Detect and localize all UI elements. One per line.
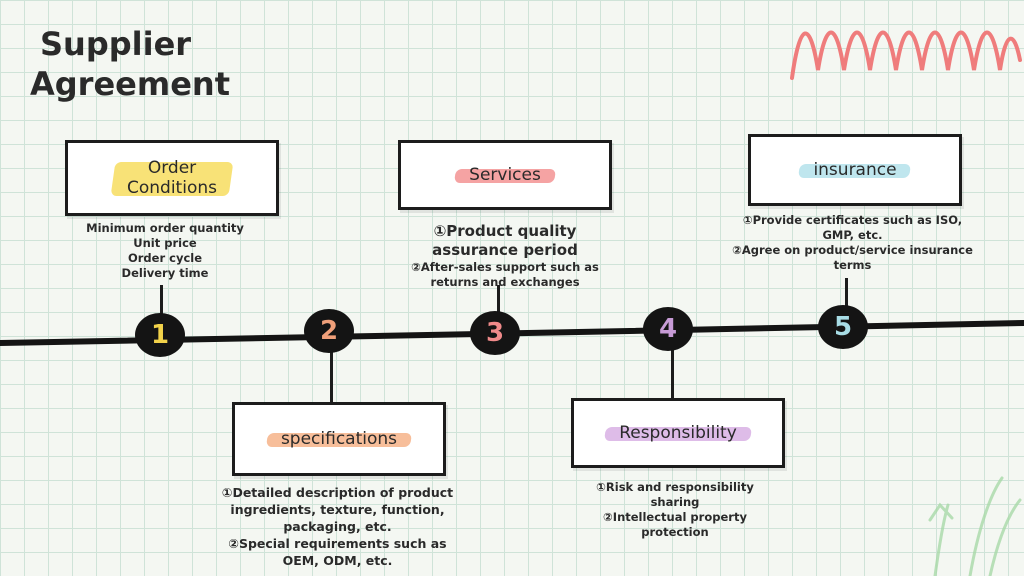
desc-responsibility-line: sharing [650, 495, 700, 509]
services-label-text: Services [469, 165, 541, 185]
desc-order-line: Minimum order quantity [86, 221, 244, 235]
desc-services-line: assurance period [432, 241, 578, 259]
page-title: Supplier Agreement [30, 24, 230, 104]
timeline-node-3: 3 [470, 311, 520, 355]
node-number-1: 1 [150, 320, 170, 350]
desc-specifications-line: ②Special requirements such as [228, 536, 447, 551]
specifications-label-text: specifications [280, 429, 398, 449]
timeline-node-2: 2 [304, 309, 354, 353]
box-order-conditions: Order Conditions [65, 140, 279, 216]
zigzag-decoration [790, 30, 1022, 80]
order-conditions-label: Order Conditions [110, 158, 234, 198]
leaf-decoration [928, 476, 1022, 576]
node-number-3: 3 [485, 318, 505, 348]
insurance-label: insurance [798, 160, 912, 180]
desc-insurance-line: ②Agree on product/service insurance [732, 243, 973, 257]
specifications-label: specifications [265, 429, 413, 449]
stem-1 [160, 285, 163, 325]
desc-specifications-line: OEM, ODM, etc. [282, 553, 393, 568]
title-line1: Supplier [40, 25, 192, 63]
desc-specifications-line: ①Detailed description of product [221, 485, 454, 500]
box-specifications: specifications [232, 402, 446, 476]
responsibility-label-text: Responsibility [619, 423, 737, 443]
desc-services-line: ②After-sales support such as [411, 260, 599, 274]
box-responsibility: Responsibility [571, 398, 785, 468]
stem-4 [671, 350, 674, 398]
desc-responsibility-line: protection [641, 525, 709, 539]
desc-specifications-line: ingredients, texture, function, [230, 502, 445, 517]
stem-2 [330, 350, 333, 402]
desc-responsibility-line: ①Risk and responsibility [596, 480, 754, 494]
desc-order-line: Unit price [133, 236, 197, 250]
services-label: Services [454, 165, 556, 185]
desc-insurance-line: terms [833, 258, 872, 272]
desc-insurance-line: GMP, etc. [822, 228, 883, 242]
stem-3 [497, 285, 500, 325]
node-number-2: 2 [319, 316, 339, 346]
node-number-5: 5 [833, 312, 853, 342]
desc-order: Minimum order quantity Unit price Order … [60, 221, 270, 281]
box-insurance: insurance [748, 134, 962, 206]
responsibility-label: Responsibility [604, 423, 752, 443]
timeline-node-5: 5 [818, 305, 868, 349]
node-number-4: 4 [658, 314, 678, 344]
desc-specifications: ①Detailed description of product ingredi… [205, 484, 470, 569]
desc-responsibility-line: ②Intellectual property [603, 510, 747, 524]
desc-services-line: returns and exchanges [430, 275, 580, 289]
desc-insurance: ①Provide certificates such as ISO, GMP, … [725, 213, 980, 273]
insurance-label-text: insurance [813, 160, 897, 180]
desc-insurance-line: ①Provide certificates such as ISO, [742, 213, 963, 227]
order-label-line1: Order [147, 158, 197, 178]
desc-specifications-line: packaging, etc. [283, 519, 392, 534]
desc-order-line: Order cycle [127, 251, 203, 265]
order-label-line2: Conditions [127, 178, 217, 198]
timeline-node-4: 4 [643, 307, 693, 351]
desc-responsibility: ①Risk and responsibility sharing ②Intell… [565, 480, 785, 540]
desc-order-line: Delivery time [121, 266, 209, 280]
desc-services: ①Product quality assurance period ②After… [385, 222, 625, 290]
timeline-node-1: 1 [135, 313, 185, 357]
box-services: Services [398, 140, 612, 210]
desc-services-line: ①Product quality [433, 222, 577, 240]
stem-5 [845, 278, 848, 314]
title-line2: Agreement [30, 65, 230, 103]
